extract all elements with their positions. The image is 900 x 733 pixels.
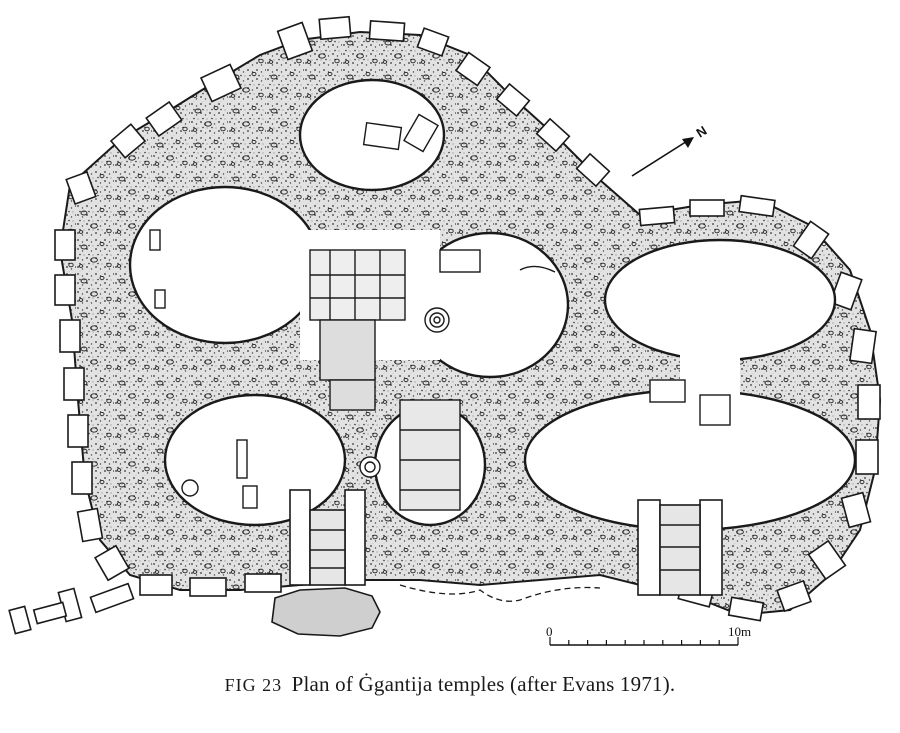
north-label: N xyxy=(694,123,710,141)
chamber-upper-left xyxy=(128,185,322,345)
hearth-left xyxy=(181,479,199,497)
north-entrance xyxy=(637,499,723,596)
interior-stones xyxy=(149,113,731,511)
temple-plan-drawing: N 0 10m xyxy=(8,15,882,646)
entrance-path xyxy=(8,582,135,635)
outer-wall-blocks xyxy=(54,15,881,622)
figure-caption-text: Plan of Ġgantija temples (after Evans 19… xyxy=(291,672,676,696)
threshold-slab xyxy=(271,587,381,637)
scale-bar: 0 10m xyxy=(546,624,751,646)
forecourt-dashed-line xyxy=(399,584,601,602)
scale-end-label: 10m xyxy=(728,624,751,639)
figure-caption: FIG 23 Plan of Ġgantija temples (after E… xyxy=(0,672,900,697)
scale-start-label: 0 xyxy=(546,624,553,639)
scale-ticks xyxy=(549,637,739,645)
circular-features xyxy=(181,265,556,497)
figure-number: FIG 23 xyxy=(224,675,283,695)
north-arrow: N xyxy=(631,123,710,177)
south-entrance xyxy=(289,489,366,586)
